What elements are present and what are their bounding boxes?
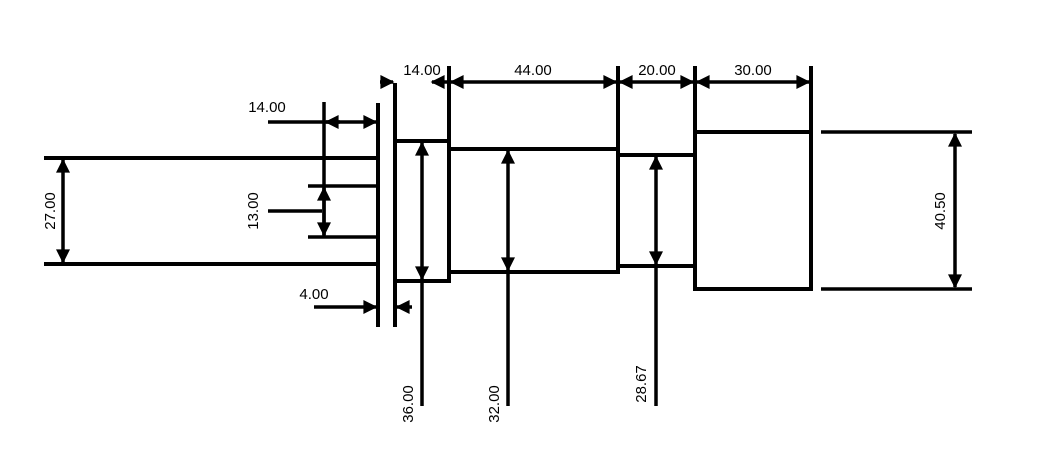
dimension-28-67: 28.67: [633, 155, 663, 406]
dimension-14-left: 14.00: [248, 99, 378, 238]
dimension-4: 4.00: [299, 286, 412, 314]
dimension-label: 14.00: [403, 62, 441, 79]
dimension-label: 14.00: [248, 99, 286, 116]
dimension-13: 13.00: [245, 184, 376, 239]
shaft-outline: [44, 66, 813, 327]
dimension-label: 30.00: [734, 62, 772, 79]
dimension-label: 4.00: [299, 286, 328, 303]
dimension-label: 40.50: [932, 192, 949, 230]
dimension-label: 36.00: [400, 385, 417, 423]
dimension-32: 32.00: [486, 149, 515, 423]
dimension-44: 44.00: [449, 62, 618, 89]
dimension-label: 27.00: [42, 192, 59, 230]
dimension-label: 28.67: [633, 365, 650, 403]
dimension-label: 32.00: [486, 385, 503, 423]
dimension-20: 20.00: [618, 62, 695, 89]
dimension-27: 27.00: [42, 158, 70, 264]
dimension-label: 13.00: [245, 192, 262, 230]
dimension-14-top: 14.00: [380, 62, 449, 89]
dimension-label: 20.00: [638, 62, 676, 79]
dimension-label: 44.00: [514, 62, 552, 79]
dimension-36: 36.00: [400, 141, 429, 423]
dimension-30: 30.00: [695, 62, 811, 89]
dimension-40-50: 40.50: [821, 130, 972, 291]
